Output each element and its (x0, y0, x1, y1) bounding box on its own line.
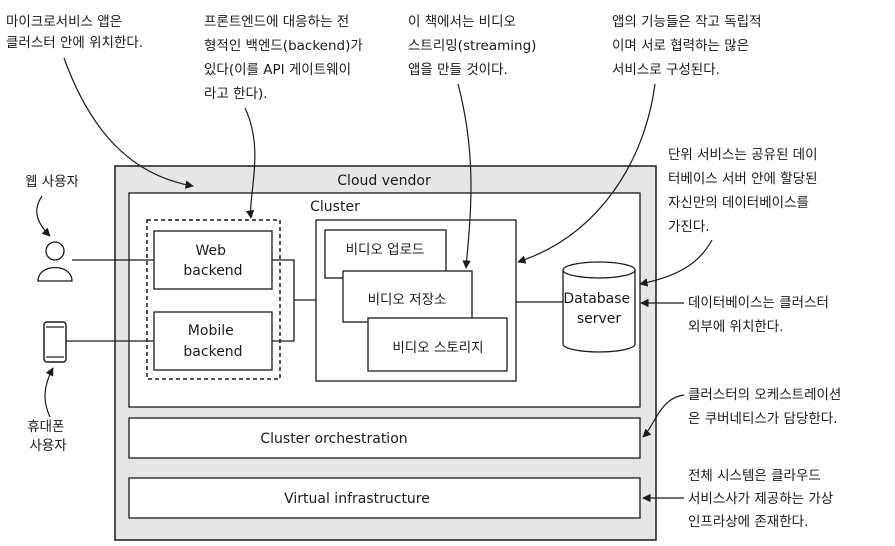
svg-text:앱의 기능들은 작고 독립적 이며 서로 협력하는: 앱의 기능들은 작고 독립적 이며 서로 협력하는 많은 서비스로 구성된다. (612, 14, 766, 78)
svg-text:Web backend: Web backend (183, 243, 242, 279)
svg-text:전체 시스템은 클라우드 서비스사가 제공하는 가상: 전체 시스템은 클라우드 서비스사가 제공하는 가상 인프라상에 존재한다. (688, 468, 838, 530)
service-storage2-label: 비디오 스토리지 (392, 340, 483, 356)
cluster-orchestration-box (128, 417, 641, 459)
svg-text:휴대폰 사용자: 휴대폰 사용자 (27, 419, 69, 454)
mobile-user-label-1: 휴대폰 (27, 419, 64, 435)
database-cylinder (562, 261, 636, 353)
note-microservices-2: 클러스터 안에 위치한다. (6, 35, 143, 51)
microservices-arrow (63, 57, 194, 189)
svg-text:Mobile backend: Mobile backend (183, 323, 242, 360)
svg-text:프론트엔드에 대응하는 전 형적인 백엔드(back: 프론트엔드에 대응하는 전 형적인 백엔드(backend)가 있다(이를 AP… (204, 14, 367, 102)
features-arrow (517, 83, 656, 264)
svg-text:클러스터의 오케스트레이션 은 쿠버네티스가 담당한: 클러스터의 오케스트레이션 은 쿠버네티스가 담당한다. (688, 387, 846, 427)
service-storage-label: 비디오 저장소 (368, 292, 447, 308)
mobile-user-arrow (44, 367, 54, 418)
web-user-arrow (36, 195, 51, 237)
cluster-orchestration-label: Cluster orchestration (260, 431, 407, 447)
mobile-backend-label-2: backend (183, 344, 242, 360)
service-box-storage2 (367, 317, 508, 372)
note-streaming-1: 이 책에서는 비디오 (408, 14, 516, 30)
note-dboutside-2: 외부에 위치한다. (688, 319, 784, 335)
note-streaming-2: 스트리밍(streaming) (408, 38, 536, 54)
web-backend-label-1: Web (196, 243, 227, 259)
note-microservices-1: 마이크로서비스 앱은 (6, 14, 122, 30)
service-upload-label: 비디오 업로드 (346, 242, 425, 258)
virtual-infrastructure-label: Virtual infrastructure (284, 491, 430, 507)
web-user-label: 웹 사용자 (25, 174, 80, 190)
api-gateway-group (146, 219, 281, 380)
streaming-arrow (457, 83, 472, 269)
note-infra-3: 인프라상에 존재한다. (688, 514, 808, 530)
note-shareddb-4: 가진다. (668, 219, 710, 235)
database-label-1: Database (563, 291, 630, 307)
cluster-label: Cluster (310, 199, 360, 215)
note-streaming-3: 앱을 만들 것이다. (408, 62, 508, 78)
note-features-3: 서비스로 구성된다. (612, 62, 720, 78)
orchestration-arrow (642, 394, 685, 438)
svg-text:Database server: Database server (563, 291, 634, 327)
mobile-backend-label-1: Mobile (188, 323, 234, 339)
note-orchestration-2: 은 쿠버네티스가 담당한다. (688, 411, 838, 427)
mobile-backend-box (153, 311, 273, 371)
database-label-2: server (577, 311, 622, 327)
note-dboutside-1: 데이터베이스는 클러스터 (688, 295, 829, 311)
note-shareddb-2: 터베이스 서버 안에 할당된 (668, 171, 818, 187)
svg-text:마이크로서비스 앱은 클러스터 안에 위치한다.: 마이크로서비스 앱은 클러스터 안에 위치한다. (6, 14, 143, 51)
note-features-1: 앱의 기능들은 작고 독립적 (612, 14, 762, 30)
service-box-upload (324, 229, 447, 279)
svg-text:이 책에서는 비디오 스트리밍(streaming): 이 책에서는 비디오 스트리밍(streaming) 앱을 만들 것이다. (408, 14, 541, 78)
person-icon (37, 241, 73, 282)
svg-text:데이터베이스는 클러스터 외부에 위치한다.: 데이터베이스는 클러스터 외부에 위치한다. (688, 295, 833, 335)
note-frontend-3: 있다(이를 API 게이트웨이 (204, 62, 351, 78)
shareddb-arrow (639, 239, 713, 287)
cloud-vendor-label: Cloud vendor (337, 173, 431, 189)
note-frontend-4: 라고 한다). (204, 86, 268, 102)
web-backend-label-2: backend (183, 263, 242, 279)
note-orchestration-1: 클러스터의 오케스트레이션 (688, 387, 841, 403)
mobile-user-label-2: 사용자 (29, 438, 67, 454)
note-infra-2: 서비스사가 제공하는 가상 (688, 491, 833, 507)
note-frontend-2: 형적인 백엔드(backend)가 (204, 38, 363, 54)
note-frontend-1: 프론트엔드에 대응하는 전 (204, 14, 349, 30)
service-box-storage (342, 270, 473, 323)
note-shareddb-3: 자신만의 데이터베이스를 (668, 195, 809, 211)
note-features-2: 이며 서로 협력하는 많은 (612, 38, 749, 54)
web-backend-box (153, 230, 273, 290)
frontend-arrow (244, 107, 256, 219)
svg-text:단위 서비스는 공유된 데이 터베이스 서버 안에: 단위 서비스는 공유된 데이 터베이스 서버 안에 할당된 자신만의 데이터베이… (668, 147, 822, 235)
note-infra-1: 전체 시스템은 클라우드 (688, 468, 821, 484)
note-shareddb-1: 단위 서비스는 공유된 데이 (668, 147, 818, 163)
smartphone-icon (43, 321, 67, 363)
virtual-infrastructure-box (128, 477, 641, 519)
